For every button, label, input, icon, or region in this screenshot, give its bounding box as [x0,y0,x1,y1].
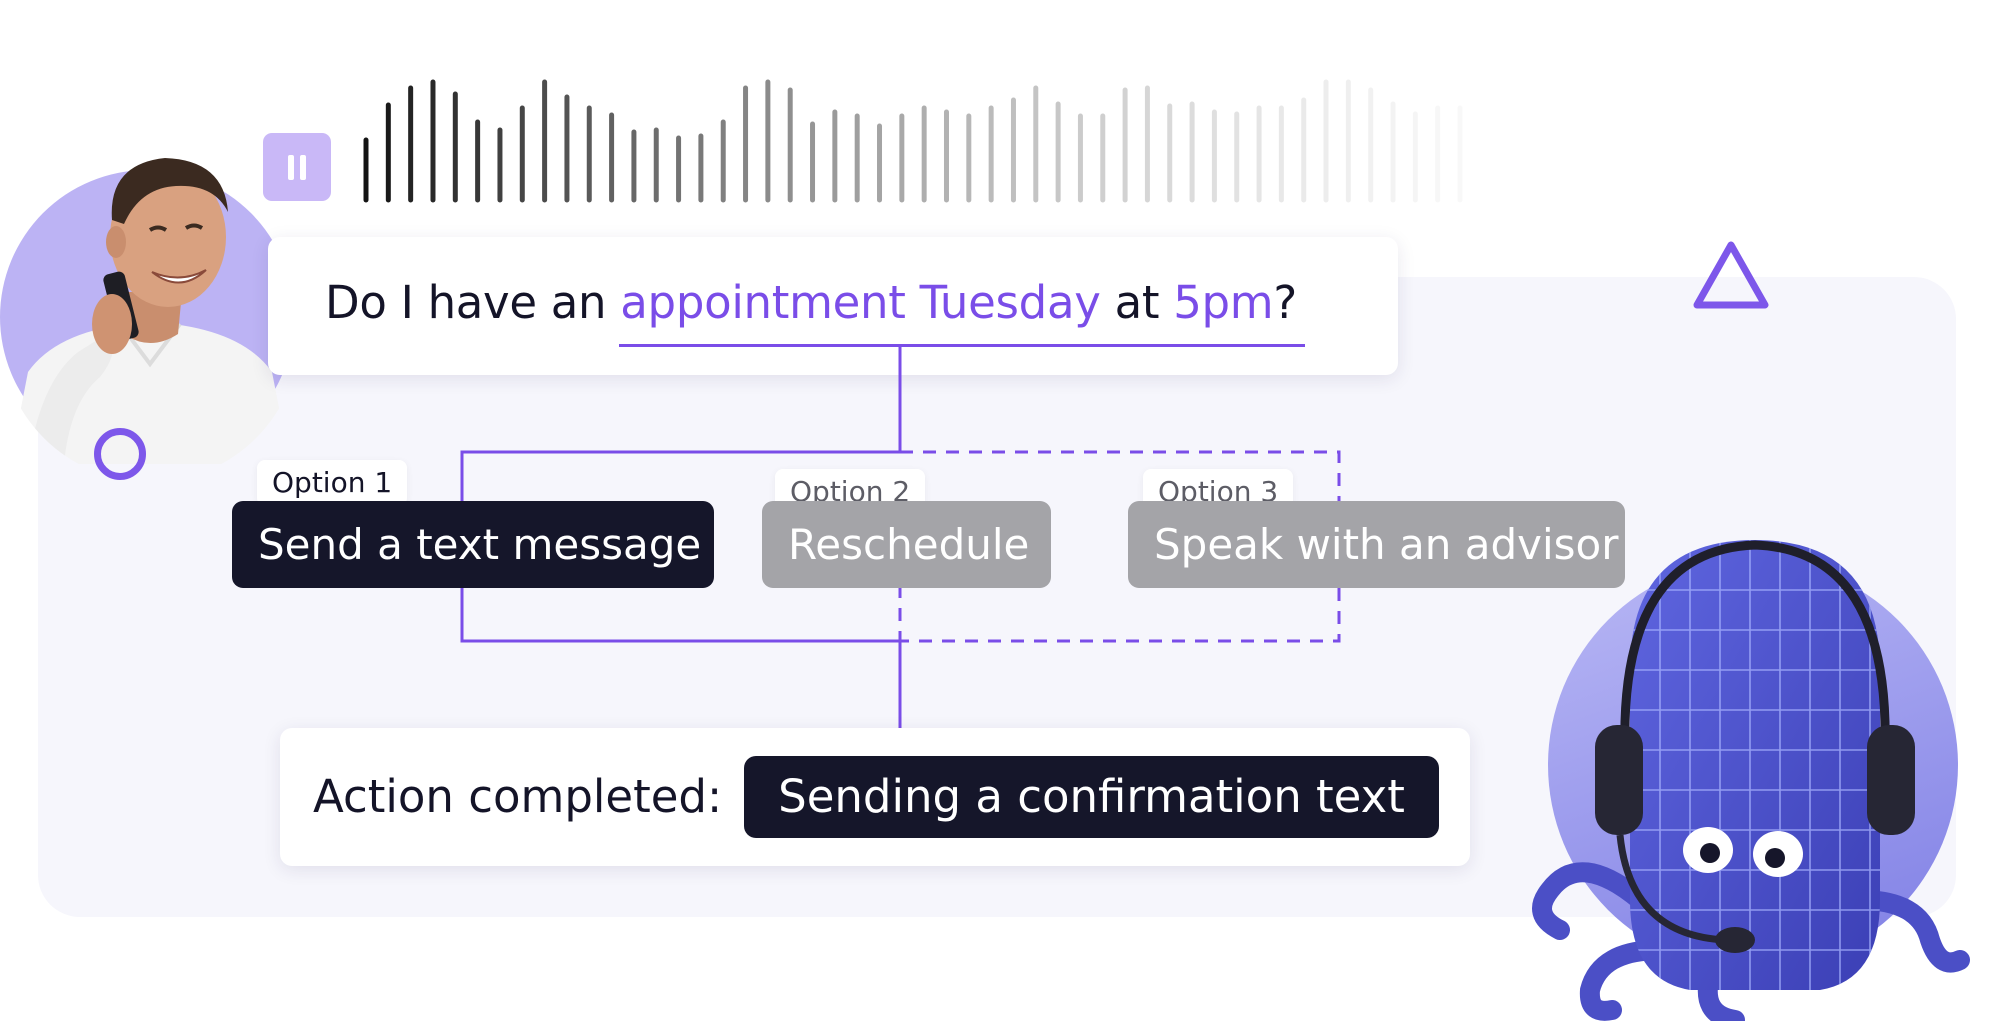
action-label: Action completed: [313,770,723,823]
pause-icon [288,155,294,180]
question-part: ? [1273,276,1297,329]
question-part: Do I have an [325,276,621,329]
option-1-tag: Option 1 [257,460,408,506]
highlight-time: 5pm [1173,276,1274,329]
audio-waveform [363,79,1463,203]
option-3-button[interactable]: Speak with an advisor [1128,501,1625,588]
question-part: at [1100,276,1174,329]
pause-button[interactable] [263,133,331,201]
action-value-badge: Sending a confirmation text [744,756,1439,838]
question-underline [619,344,1305,347]
octopus-bot-mascot [1532,540,1970,1021]
caller-avatar [10,158,290,464]
highlight-appointment: appointment Tuesday [620,276,1101,329]
triangle-decoration [1693,241,1769,309]
option-1-button[interactable]: Send a text message [232,501,714,588]
question-card [268,237,1398,375]
question-text: Do I have an appointment Tuesday at 5pm? [325,270,1297,335]
ring-decoration [94,428,146,480]
option-2-button[interactable]: Reschedule [762,501,1051,588]
